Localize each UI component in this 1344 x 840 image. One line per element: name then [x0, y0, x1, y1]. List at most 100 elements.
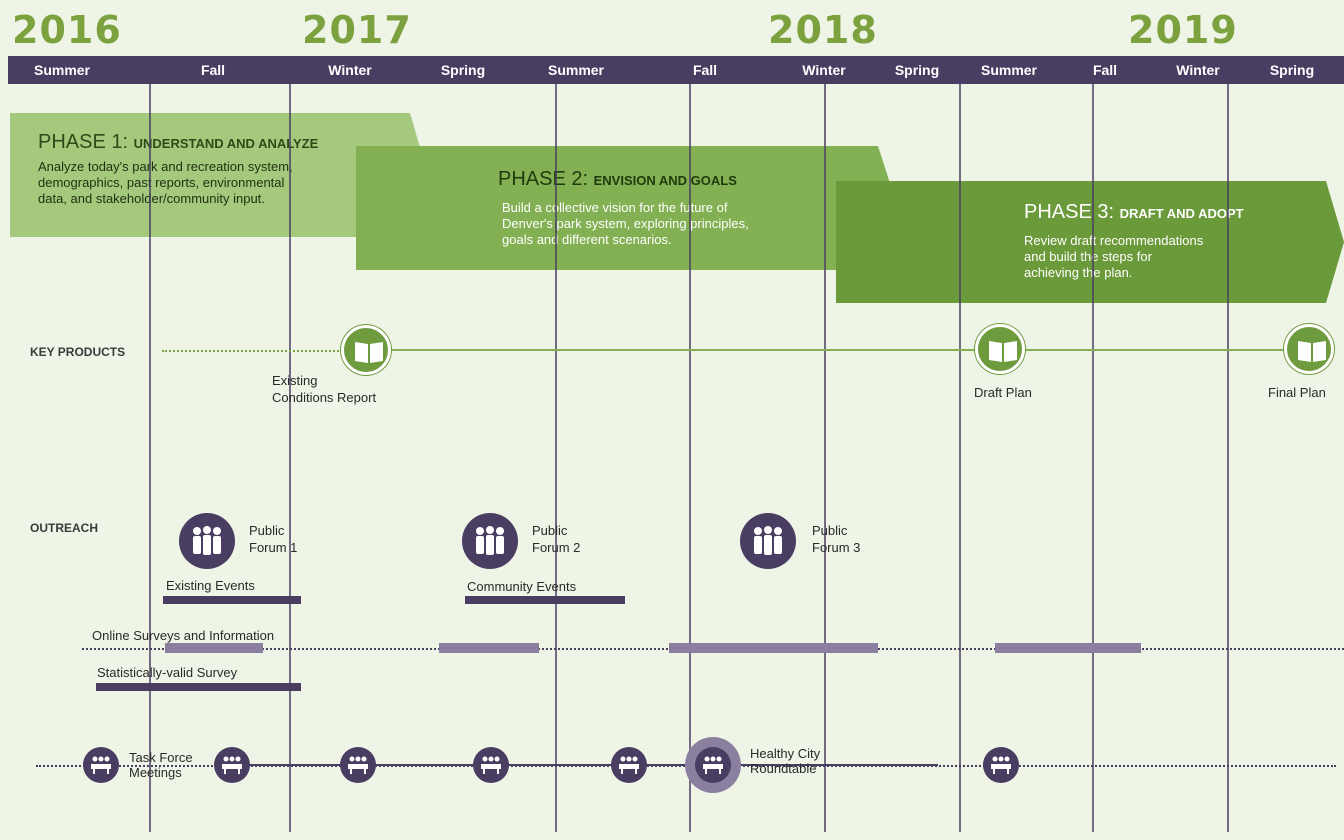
task-force-line-2: Meetings [129, 765, 182, 780]
task-force-caption: Task Force Meetings [129, 750, 193, 780]
key-products-dotted-line [162, 350, 342, 352]
season-bar: Summer Fall Winter Spring Summer Fall Wi… [8, 56, 1344, 84]
phase-3-subtitle: DRAFT AND ADOPT [1119, 206, 1244, 221]
phase-3-shape [836, 181, 1344, 303]
season-spring-2018: Spring [894, 62, 940, 78]
phase-1-line-3: data, and stakeholder/community input. [38, 191, 265, 206]
phase-1-shape [10, 113, 428, 237]
forum-3-line-1: Public [812, 523, 848, 538]
phase-2-subtitle: ENVISION AND GOALS [593, 173, 737, 188]
season-summer-2018: Summer [980, 62, 1038, 78]
season-fall-2018: Fall [1092, 62, 1118, 78]
phase-1-number: PHASE 1: [38, 131, 129, 153]
phase-2-number: PHASE 2: [498, 168, 589, 190]
season-spring-2017: Spring [440, 62, 486, 78]
season-winter-2019: Winter [1176, 62, 1220, 78]
season-summer-2016: Summer [33, 62, 91, 78]
meeting-icon-2 [214, 747, 250, 783]
existing-report-line-2: Conditions Report [272, 390, 377, 405]
community-events-label: Community Events [467, 579, 577, 594]
existing-events-bar [163, 596, 301, 604]
year-2018: 2018 [768, 8, 878, 52]
gridline-3 [555, 84, 557, 832]
phase-3-line-2: and build the steps for [1024, 249, 1152, 264]
phase-2-line-2: Denver's park system, exploring principl… [502, 216, 749, 231]
healthy-city-line-1: Healthy City [750, 746, 821, 761]
meeting-icon-3 [340, 747, 376, 783]
phase-2-line-1: Build a collective vision for the future… [502, 200, 728, 215]
existing-events-label: Existing Events [166, 578, 255, 593]
people-icon-forum-2 [462, 513, 518, 569]
forum-2-caption: Public Forum 2 [532, 522, 580, 556]
phase-3-arrow: PHASE 3: DRAFT AND ADOPT Review draft re… [836, 181, 1344, 303]
phase-1-arrow: PHASE 1: UNDERSTAND AND ANALYZE Analyze … [10, 113, 430, 237]
statistical-survey-bar [96, 683, 301, 691]
gridline-1 [149, 84, 151, 832]
forum-1-caption: Public Forum 1 [249, 522, 297, 556]
meetings-line [238, 764, 938, 766]
meeting-icon-5 [611, 747, 647, 783]
meeting-icon-7 [983, 747, 1019, 783]
statistical-survey-label: Statistically-valid Survey [97, 665, 238, 680]
online-survey-period-2 [439, 643, 539, 653]
phase-2-arrow: PHASE 2: ENVISION AND GOALS Build a coll… [356, 146, 900, 270]
phase-1-subtitle: UNDERSTAND AND ANALYZE [133, 136, 319, 151]
outreach-label: OUTREACH [30, 521, 98, 535]
season-spring-2019: Spring [1269, 62, 1315, 78]
meeting-icon-4 [473, 747, 509, 783]
existing-report-line-1: Existing [272, 373, 318, 388]
key-products-label: KEY PRODUCTS [30, 345, 126, 359]
season-winter-2017: Winter [328, 62, 372, 78]
gridline-6 [959, 84, 961, 832]
phase-3-description: Review draft recommendations and build t… [1024, 233, 1203, 281]
gridline-5 [824, 84, 826, 832]
phase-1-description: Analyze today's park and recreation syst… [38, 159, 293, 207]
task-force-line-1: Task Force [129, 750, 193, 765]
book-icon-existing-report [341, 325, 391, 375]
gridline-2 [289, 84, 291, 832]
phase-2-description: Build a collective vision for the future… [502, 200, 749, 248]
gridline-8 [1227, 84, 1229, 832]
forum-2-line-2: Forum 2 [532, 540, 581, 555]
year-2017: 2017 [302, 8, 412, 52]
season-fall-2017: Fall [692, 62, 718, 78]
gridline-4 [689, 84, 691, 832]
phase-2-title: PHASE 2: ENVISION AND GOALS [498, 168, 737, 191]
phase-1-line-2: demographics, past reports, environmenta… [38, 175, 285, 190]
existing-report-caption: Existing Conditions Report [272, 372, 376, 406]
healthy-city-line-2: Roundtable [750, 761, 817, 776]
final-plan-caption: Final Plan [1268, 385, 1326, 400]
forum-3-caption: Public Forum 3 [812, 522, 860, 556]
phase-3-line-3: achieving the plan. [1024, 265, 1133, 280]
year-2016: 2016 [12, 8, 122, 52]
phase-1-title: PHASE 1: UNDERSTAND AND ANALYZE [38, 131, 318, 154]
draft-plan-caption: Draft Plan [974, 385, 1032, 400]
phase-2-line-3: goals and different scenarios. [502, 232, 672, 247]
online-survey-period-3 [669, 643, 878, 653]
phase-1-line-1: Analyze today's park and recreation syst… [38, 159, 293, 174]
book-icon-draft-plan [975, 324, 1025, 374]
key-products-line [392, 349, 1292, 351]
meeting-icon-healthy-city [695, 747, 731, 783]
forum-3-line-2: Forum 3 [812, 540, 861, 555]
gridline-7 [1092, 84, 1094, 832]
online-survey-period-4 [995, 643, 1141, 653]
people-icon-forum-3 [740, 513, 796, 569]
phase-2-shape [356, 146, 898, 270]
forum-1-line-2: Forum 1 [249, 540, 298, 555]
meeting-icon-1 [83, 747, 119, 783]
year-2019: 2019 [1128, 8, 1238, 52]
phase-3-title: PHASE 3: DRAFT AND ADOPT [1024, 201, 1244, 224]
people-icon-forum-1 [179, 513, 235, 569]
phase-3-number: PHASE 3: [1024, 201, 1115, 223]
season-summer-2017: Summer [547, 62, 605, 78]
phase-3-line-1: Review draft recommendations [1024, 233, 1204, 248]
community-events-bar [465, 596, 625, 604]
online-survey-period-1 [165, 643, 263, 653]
book-icon-final-plan [1284, 324, 1334, 374]
season-fall-2016: Fall [200, 62, 226, 78]
online-surveys-label: Online Surveys and Information [92, 628, 275, 643]
forum-2-line-1: Public [532, 523, 568, 538]
healthy-city-caption: Healthy City Roundtable [750, 746, 820, 776]
